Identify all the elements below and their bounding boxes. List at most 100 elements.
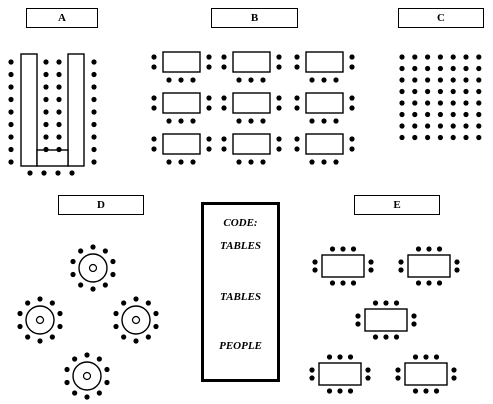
person-dot xyxy=(236,159,242,165)
person-dot xyxy=(8,109,14,115)
person-dot xyxy=(166,77,172,83)
person-dot xyxy=(43,96,49,103)
person-dot xyxy=(425,134,431,141)
person-dot xyxy=(178,118,184,124)
person-dot xyxy=(437,134,443,141)
person-dot xyxy=(41,170,47,176)
section-label-e: E xyxy=(354,195,440,215)
person-dot xyxy=(43,134,49,140)
person-dot xyxy=(398,259,404,265)
u-bottom-table xyxy=(36,149,69,167)
person-dot xyxy=(221,54,227,60)
person-dot xyxy=(8,71,14,78)
person-dot xyxy=(57,323,63,330)
person-dot xyxy=(333,159,339,165)
legend-round-tables-label: TABLES xyxy=(220,291,261,303)
person-dot xyxy=(437,65,443,72)
person-dot xyxy=(113,323,119,330)
person-dot xyxy=(151,136,157,142)
person-dot xyxy=(260,118,266,124)
person-dot xyxy=(463,100,469,106)
person-dot xyxy=(206,146,212,152)
person-dot xyxy=(206,64,212,70)
person-dot xyxy=(84,352,90,358)
person-dot xyxy=(49,300,55,306)
legend-box: CODE: TABLES TABLES PEOPLE xyxy=(201,202,280,382)
person-dot xyxy=(476,111,482,118)
person-dot xyxy=(437,100,443,106)
person-dot xyxy=(276,146,282,152)
person-dot xyxy=(221,105,227,111)
person-dot xyxy=(333,77,339,83)
person-dot xyxy=(56,121,62,128)
person-dot xyxy=(102,282,108,288)
person-dot xyxy=(368,259,374,265)
person-dot xyxy=(355,313,361,319)
person-dot xyxy=(425,77,431,83)
person-dot xyxy=(425,111,431,118)
person-dot xyxy=(49,334,55,340)
person-dot xyxy=(104,366,110,373)
person-dot xyxy=(110,258,116,265)
person-dot xyxy=(145,300,151,306)
person-dot xyxy=(411,313,417,319)
rect-table xyxy=(364,308,408,332)
person-dot xyxy=(463,54,469,60)
section-label-c: C xyxy=(398,8,484,28)
person-dot xyxy=(8,146,14,153)
person-dot xyxy=(56,96,62,103)
person-dot xyxy=(372,334,379,340)
round-table-center xyxy=(35,315,45,325)
person-dot xyxy=(56,146,62,153)
person-dot xyxy=(190,159,196,165)
person-dot xyxy=(395,375,401,381)
person-dot xyxy=(437,111,443,118)
person-dot xyxy=(166,118,172,124)
person-dot xyxy=(426,280,432,286)
person-dot xyxy=(340,280,346,286)
person-dot xyxy=(450,77,456,83)
person-dot xyxy=(436,246,443,252)
person-dot xyxy=(349,54,355,60)
person-dot xyxy=(248,77,254,83)
person-dot xyxy=(70,271,76,278)
person-dot xyxy=(248,118,254,124)
person-dot xyxy=(221,95,227,101)
person-dot xyxy=(309,367,315,373)
rect-table xyxy=(321,254,365,278)
person-dot xyxy=(463,65,469,72)
person-dot xyxy=(450,65,456,72)
person-dot xyxy=(113,310,119,317)
person-dot xyxy=(412,65,418,72)
person-dot xyxy=(236,118,242,124)
person-dot xyxy=(393,300,400,306)
person-dot xyxy=(399,65,405,72)
person-dot xyxy=(121,300,127,306)
person-dot xyxy=(178,77,184,83)
person-dot xyxy=(309,77,315,83)
person-dot xyxy=(294,54,300,60)
person-dot xyxy=(412,100,418,106)
person-dot xyxy=(84,394,90,400)
person-dot xyxy=(312,259,318,265)
person-dot xyxy=(425,100,431,106)
person-dot xyxy=(399,77,405,83)
person-dot xyxy=(151,105,157,111)
person-dot xyxy=(17,310,23,317)
person-dot xyxy=(166,159,172,165)
person-dot xyxy=(43,84,49,90)
person-dot xyxy=(463,123,469,129)
person-dot xyxy=(8,84,14,90)
person-dot xyxy=(309,159,315,165)
person-dot xyxy=(43,71,49,78)
person-dot xyxy=(72,356,78,362)
rect-table xyxy=(318,362,362,386)
person-dot xyxy=(133,338,139,344)
person-dot xyxy=(309,375,315,381)
person-dot xyxy=(412,54,418,60)
person-dot xyxy=(91,71,97,78)
person-dot xyxy=(412,388,419,394)
person-dot xyxy=(350,280,357,286)
person-dot xyxy=(383,334,389,340)
person-dot xyxy=(426,246,432,252)
